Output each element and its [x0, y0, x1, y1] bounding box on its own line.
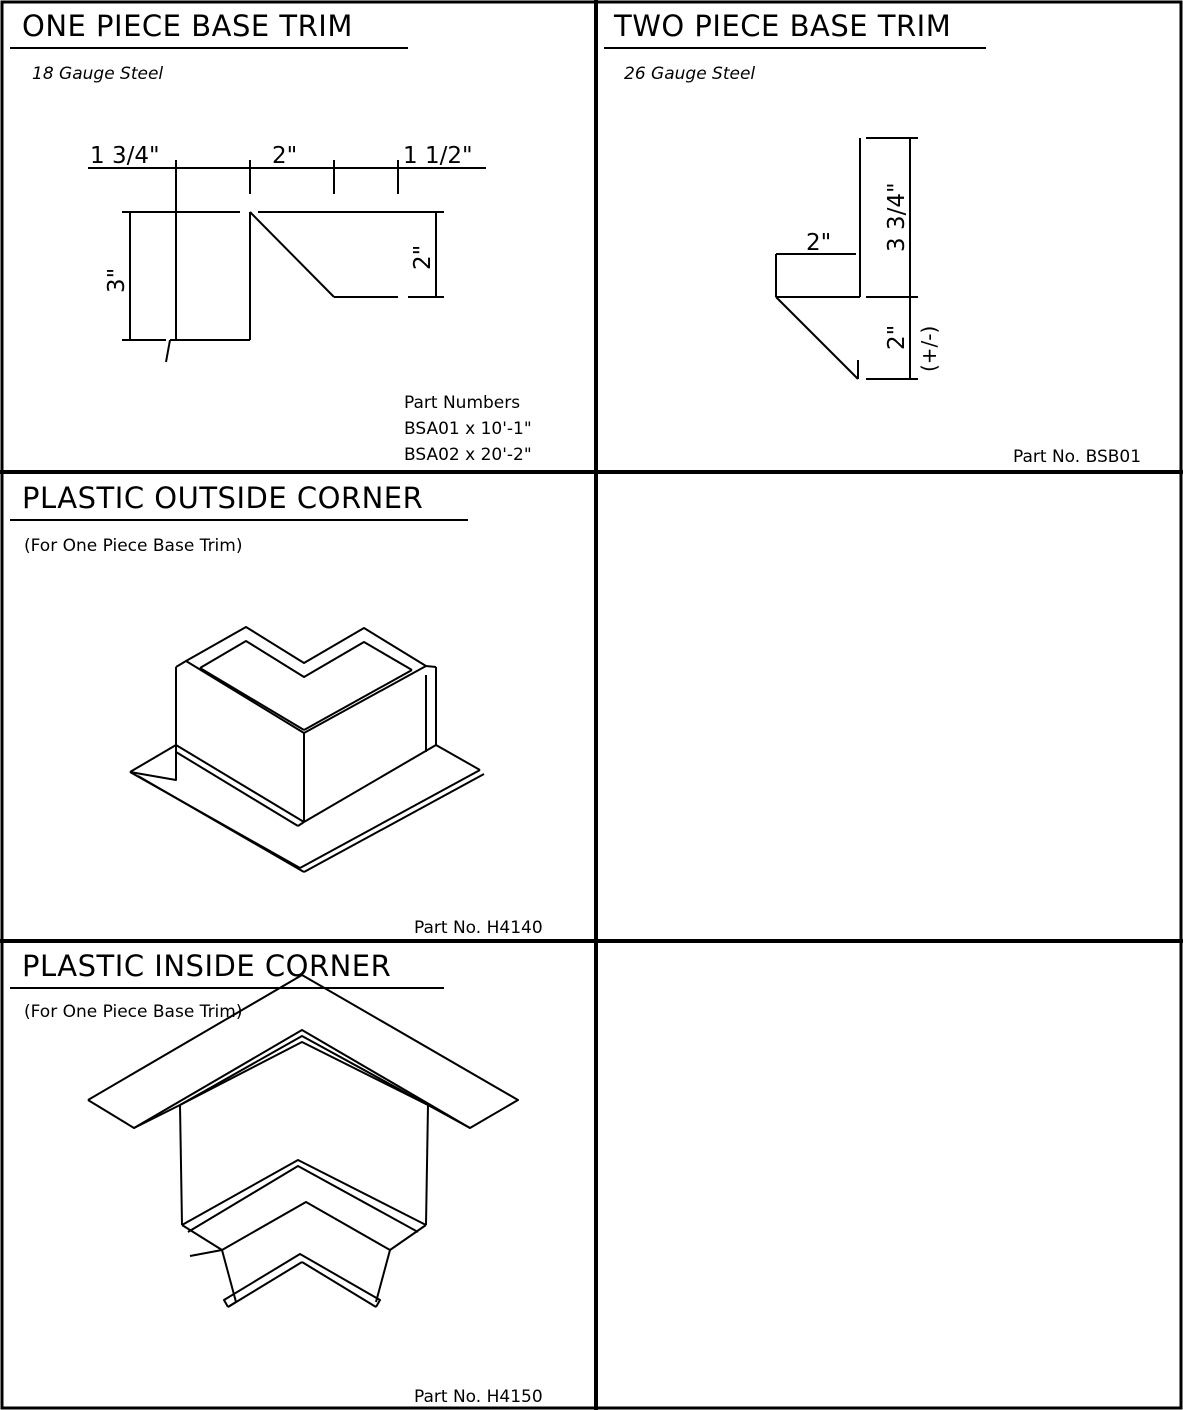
dim-top-left: 1 3/4"	[90, 143, 160, 169]
part-numbers-heading: Part Numbers	[404, 393, 521, 413]
panel-title: PLASTIC INSIDE CORNER	[22, 949, 392, 983]
dim-height: 3"	[104, 268, 130, 293]
usage-note: (For One Piece Base Trim)	[24, 536, 243, 556]
outside-corner-drawing	[129, 626, 485, 873]
material-label: 26 Gauge Steel	[624, 64, 756, 84]
dim-lower: 2"	[884, 325, 910, 350]
two-piece-profile-drawing: 2" 3 3/4" 2" (+/-)	[775, 137, 941, 380]
panel-title: TWO PIECE BASE TRIM	[614, 9, 952, 43]
part-number: BSA02 x 20'-2"	[404, 445, 532, 465]
title-underline	[10, 47, 408, 49]
title-underline	[10, 987, 444, 989]
part-number: Part No. H4140	[414, 918, 543, 938]
dim-top-right: 1 1/2"	[403, 143, 473, 169]
title-underline	[10, 519, 468, 521]
inside-corner-drawing	[87, 974, 519, 1308]
material-label: 18 Gauge Steel	[32, 64, 164, 84]
title-underline	[604, 47, 986, 49]
part-number: Part No. BSB01	[1013, 447, 1142, 467]
usage-note: (For One Piece Base Trim)	[24, 1002, 243, 1022]
dim-tolerance: (+/-)	[917, 326, 941, 372]
part-number: BSA01 x 10'-1"	[404, 419, 532, 439]
panel-title: PLASTIC OUTSIDE CORNER	[22, 481, 424, 515]
part-number: Part No. H4150	[414, 1387, 543, 1407]
one-piece-profile-drawing: 1 3/4" 2" 1 1/2" 3" 2"	[88, 143, 486, 363]
panel-title: ONE PIECE BASE TRIM	[22, 9, 353, 43]
dim-upper: 3 3/4"	[884, 182, 910, 252]
dim-width: 2"	[806, 230, 831, 256]
dim-flange: 2"	[410, 245, 436, 270]
dim-top-mid: 2"	[272, 143, 297, 169]
